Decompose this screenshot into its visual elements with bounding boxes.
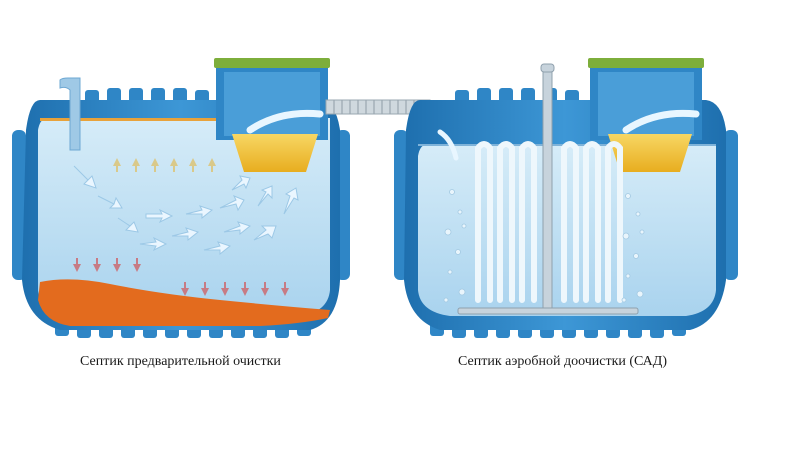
left-tank-inlet-pipe bbox=[59, 77, 81, 151]
caption-right-tank: Септик аэробной доочистки (САД) bbox=[458, 354, 668, 369]
right-tank bbox=[394, 58, 738, 338]
right-tank-filter-arrow bbox=[622, 109, 700, 134]
right-tank-air-pipe-cap bbox=[540, 63, 555, 73]
left-tank-down-arrows bbox=[73, 258, 289, 296]
right-tank-bio-loaders bbox=[475, 141, 623, 303]
left-tank-surface-line bbox=[40, 118, 218, 121]
left-tank-flow-arrows bbox=[73, 165, 299, 256]
right-tank-filter bbox=[608, 134, 692, 172]
left-tank-filter-arrow bbox=[246, 109, 324, 134]
right-tank-inlet-arrow bbox=[437, 129, 459, 161]
right-tank-air-pipe bbox=[542, 67, 553, 315]
left-tank-riser-inner bbox=[224, 72, 320, 136]
left-tank-side-rib-left bbox=[12, 130, 26, 280]
left-tank-up-arrows bbox=[113, 158, 216, 172]
right-tank-riser-inner bbox=[598, 72, 694, 136]
right-tank-bubbles bbox=[443, 189, 645, 303]
corrugated-pipe-icon bbox=[325, 99, 431, 115]
right-tank-aerator-base bbox=[457, 307, 639, 315]
right-tank-lid bbox=[588, 58, 704, 68]
left-tank-lid bbox=[214, 58, 330, 68]
caption-left-tank: Септик предварительной очистки bbox=[80, 354, 281, 369]
left-tank-filter bbox=[232, 134, 318, 172]
left-tank bbox=[12, 58, 350, 338]
left-tank-sludge bbox=[38, 279, 330, 326]
right-tank-side-rib-right bbox=[724, 130, 738, 280]
